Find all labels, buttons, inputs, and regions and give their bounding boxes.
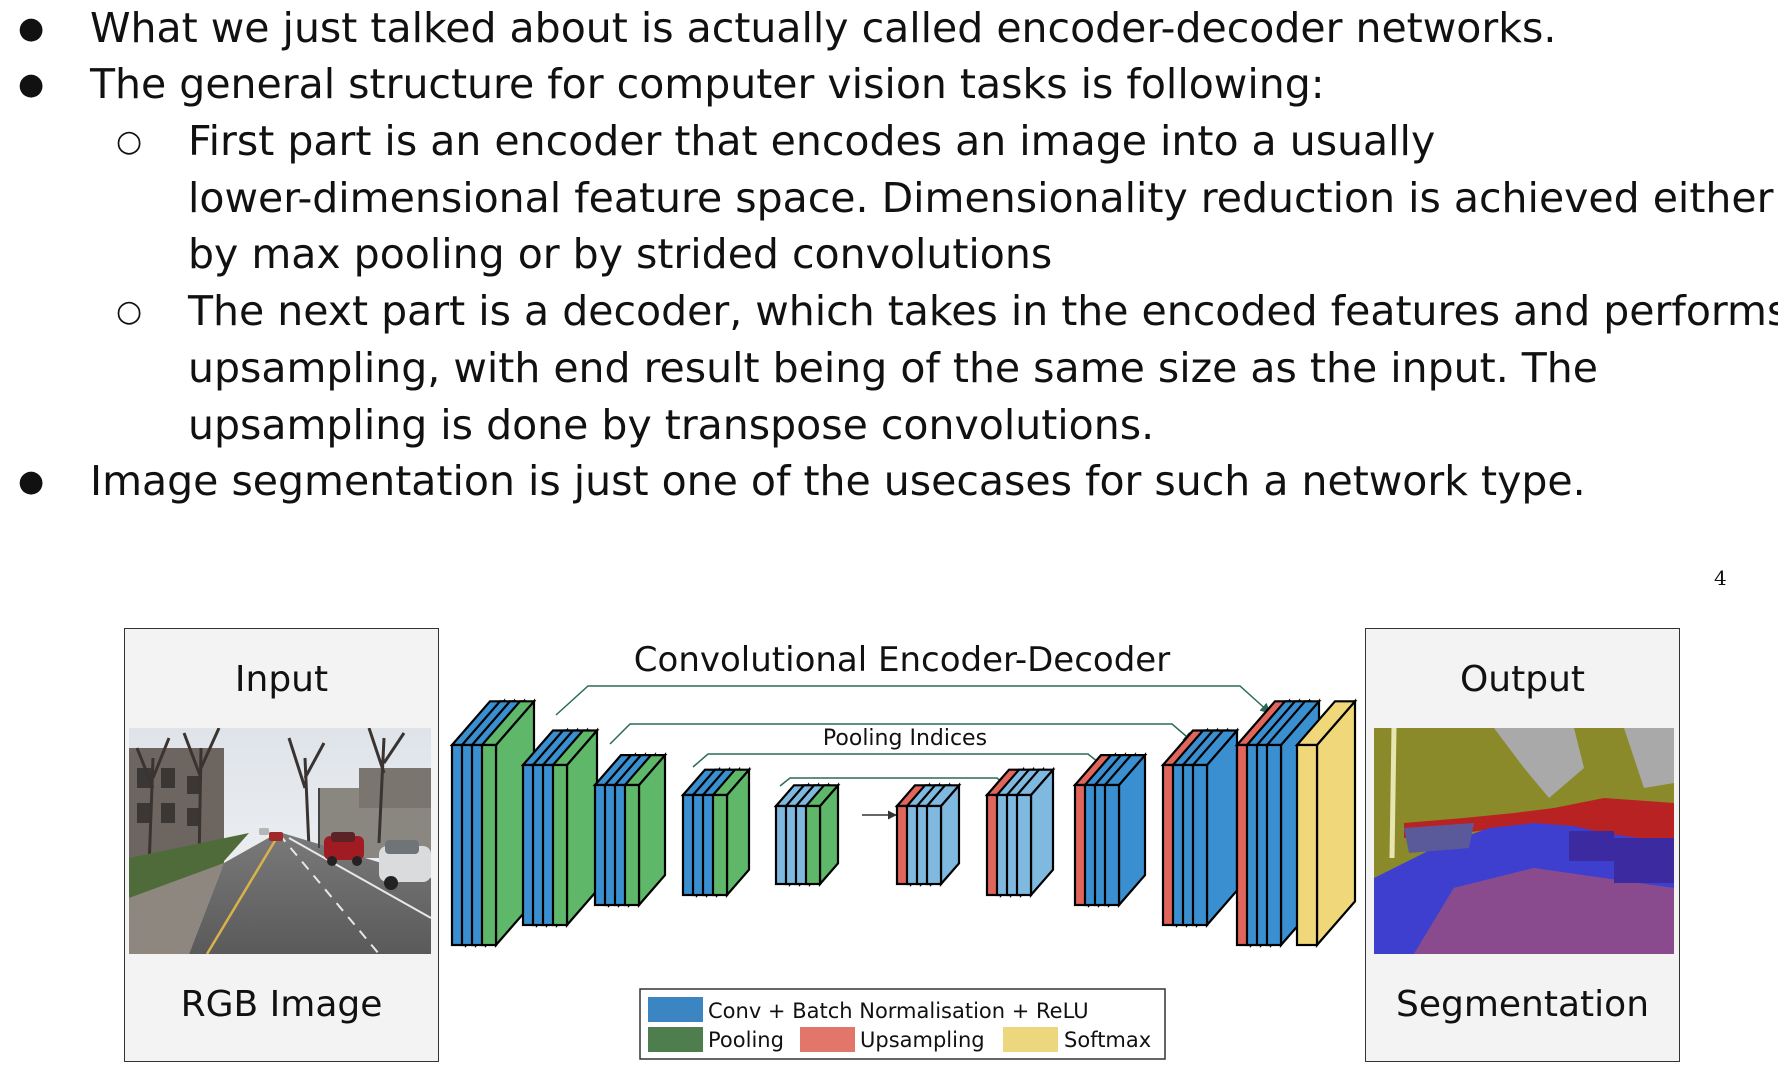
layer-36-conv-front [1191, 763, 1209, 927]
layer-8-pooling-front [551, 763, 569, 927]
layer-8-pooling [550, 727, 600, 928]
legend-swatch-softmax [1003, 1027, 1058, 1052]
layer-36-conv [1190, 727, 1240, 928]
layer-4-pooling-front [480, 743, 498, 947]
input-panel: Input [124, 628, 439, 1062]
layer-40-conv-front [1265, 743, 1283, 947]
bullet-2-text: The general structure for computer visio… [90, 60, 1325, 108]
layer-32-conv-front [1103, 783, 1121, 907]
layer-16-pooling [710, 766, 752, 898]
layer-stack [449, 698, 1358, 948]
center-title: Convolutional Encoder-Decoder [634, 640, 1170, 680]
bullet-1-marker: ● [18, 11, 45, 46]
layer-20-pooling-front [804, 804, 822, 886]
legend-swatch-conv [648, 997, 703, 1022]
legend: Conv + Batch Normalisation + ReLU Poolin… [639, 988, 1166, 1060]
layer-32-conv [1102, 752, 1148, 908]
legend-label-upsampling: Upsampling [860, 1028, 985, 1052]
input-caption: RGB Image [180, 984, 383, 1025]
bullet-3-line-1: First part is an encoder that encodes an… [188, 117, 1436, 165]
layer-28-conv-front [1015, 793, 1033, 897]
output-caption: Segmentation [1395, 984, 1650, 1025]
bullet-3-line-2: lower-dimensional feature space. Dimensi… [188, 174, 1774, 222]
bullet-3-marker: ○ [116, 124, 143, 159]
bullet-2-marker: ● [18, 67, 45, 102]
legend-box [639, 988, 1166, 1060]
segmentation-map [1374, 728, 1674, 954]
layer-24-conv-front [925, 804, 943, 886]
layer-41-softmax [1294, 698, 1358, 948]
legend-label-conv: Conv + Batch Normalisation + ReLU [708, 999, 1089, 1023]
pooling-indices-label: Pooling Indices [823, 726, 987, 751]
layer-16-pooling-front [711, 793, 729, 897]
layer-12-pooling [622, 752, 668, 908]
bullet-5-marker: ● [18, 464, 45, 499]
legend-swatch-upsampling [800, 1027, 855, 1052]
legend-label-pooling: Pooling [708, 1028, 784, 1052]
bullet-1-text: What we just talked about is actually ca… [90, 4, 1557, 52]
bullet-4-line-2: upsampling, with end result being of the… [188, 344, 1599, 392]
layer-41-softmax-front [1295, 743, 1319, 947]
layer-12-pooling-front [623, 783, 641, 907]
skip-connection-1 [555, 685, 1271, 716]
layer-24-conv [924, 782, 962, 887]
legend-label-softmax: Softmax [1064, 1028, 1151, 1052]
bullet-5-text: Image segmentation is just one of the us… [90, 457, 1586, 505]
layer-28-conv [1014, 766, 1056, 898]
output-title: Output [1459, 659, 1586, 700]
skip-connection-2 [609, 723, 1194, 745]
input-title: Input [234, 659, 329, 700]
bullet-4-line-1: The next part is a decoder, which takes … [188, 287, 1778, 335]
street-photo [129, 728, 431, 954]
bullet-4-marker: ○ [116, 294, 143, 329]
skip-connection-3 [692, 753, 1104, 768]
bullet-4-line-3: upsampling is done by transpose convolut… [188, 401, 1155, 449]
output-panel: Output Segmentation [1365, 628, 1680, 1062]
bullet-3-line-3: by max pooling or by strided convolution… [188, 230, 1053, 278]
layer-20-pooling [803, 782, 841, 887]
page-number: 4 [1714, 566, 1727, 590]
legend-swatch-pooling [648, 1027, 703, 1052]
